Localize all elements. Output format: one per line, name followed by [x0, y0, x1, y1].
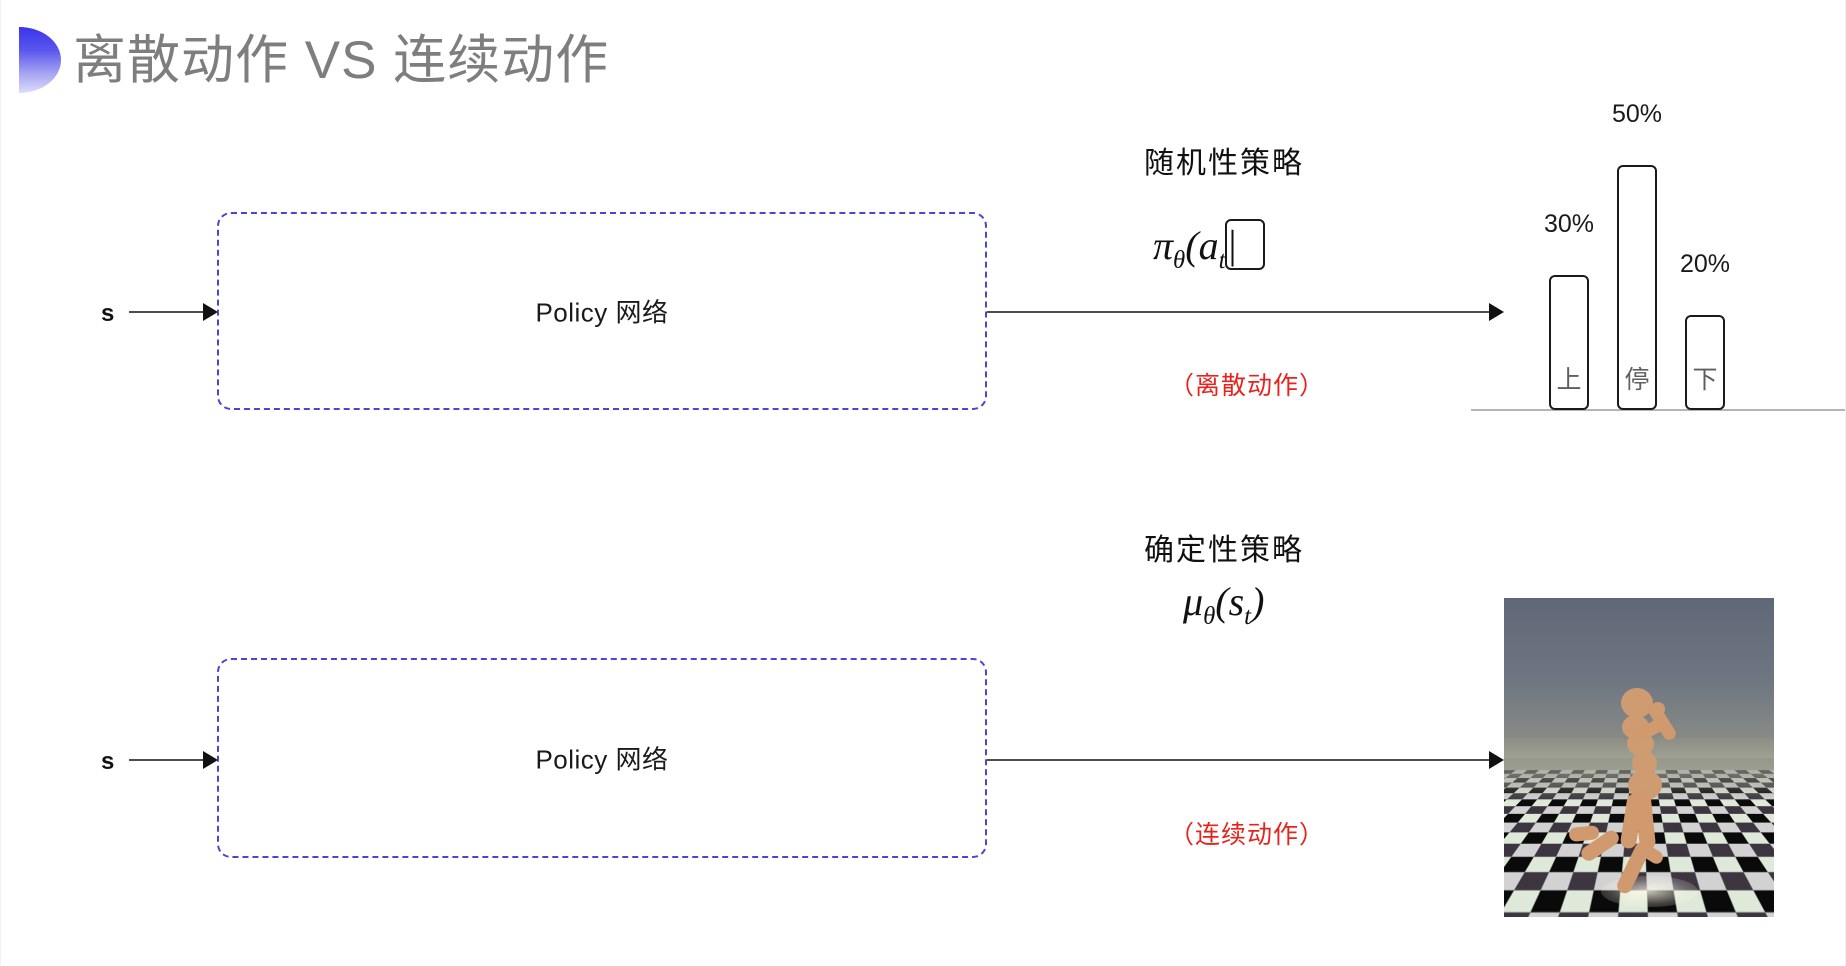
policy-kind-deterministic: 确定性策略 — [1144, 534, 1304, 567]
output-arrow-head-continuous — [1489, 751, 1504, 769]
action-note-continuous: （连续动作） — [1169, 821, 1326, 849]
discrete-action-bar-chart: 30% 上 50% 停 20% 下 — [1471, 95, 1845, 415]
formula-arg-action: a — [1198, 223, 1219, 268]
formula-stochastic-policy: πθ(at|st) — [1153, 219, 1266, 275]
bar-category-up: 上 — [1556, 366, 1582, 394]
humanoid-fist — [1651, 702, 1665, 716]
formula-symbol-pi: π — [1153, 223, 1174, 268]
input-arrow-head-continuous — [203, 751, 218, 769]
formula-mu-subscript-theta: θ — [1203, 603, 1216, 630]
formula-deterministic-policy: μθ(st) — [1183, 578, 1264, 631]
bar-down — [1685, 315, 1725, 410]
formula-mu-paren-close: ) — [1251, 579, 1265, 624]
chart-baseline-axis — [1471, 409, 1845, 411]
title-bullet-decoration — [19, 27, 61, 93]
formula-subscript-theta: θ — [1173, 247, 1186, 274]
page-title: 离散动作 VS 连续动作 — [73, 31, 610, 90]
policy-network-label-discrete: Policy 网络 — [535, 297, 669, 328]
policy-network-box-discrete[interactable]: Policy 网络 — [217, 212, 987, 410]
humanoid-head — [1621, 688, 1653, 718]
bar-value-stop: 50% — [1611, 100, 1663, 128]
output-arrow-line-continuous — [987, 759, 1491, 761]
policy-network-box-continuous[interactable]: Policy 网络 — [217, 658, 987, 858]
output-arrow-line-discrete — [987, 311, 1491, 313]
bar-up — [1549, 275, 1589, 410]
input-arrow-line-continuous — [129, 759, 205, 761]
formula-conditional-bar: | — [1225, 219, 1266, 270]
humanoid-simulation-image — [1504, 598, 1774, 917]
state-label-continuous: s — [101, 748, 115, 775]
output-arrow-head-discrete — [1489, 303, 1504, 321]
formula-mu-arg-state: s — [1228, 579, 1245, 624]
bar-value-down: 20% — [1679, 250, 1731, 278]
bar-category-down: 下 — [1692, 366, 1718, 394]
formula-arg-action-sub: t — [1218, 247, 1226, 274]
bar-value-up: 30% — [1543, 210, 1595, 238]
formula-mu-paren-open: ( — [1215, 579, 1229, 624]
input-arrow-head-discrete — [203, 303, 218, 321]
bar-category-stop: 停 — [1624, 366, 1650, 394]
bar-stop — [1617, 165, 1657, 410]
input-arrow-line-discrete — [129, 311, 205, 313]
policy-kind-stochastic: 随机性策略 — [1144, 147, 1304, 180]
action-note-discrete: （离散动作） — [1169, 372, 1326, 400]
policy-network-label-continuous: Policy 网络 — [535, 744, 669, 775]
formula-paren-open: ( — [1185, 223, 1199, 268]
state-label-discrete: s — [101, 300, 115, 327]
formula-symbol-mu: μ — [1183, 579, 1204, 624]
formula-mu-arg-state-sub: t — [1244, 603, 1252, 630]
